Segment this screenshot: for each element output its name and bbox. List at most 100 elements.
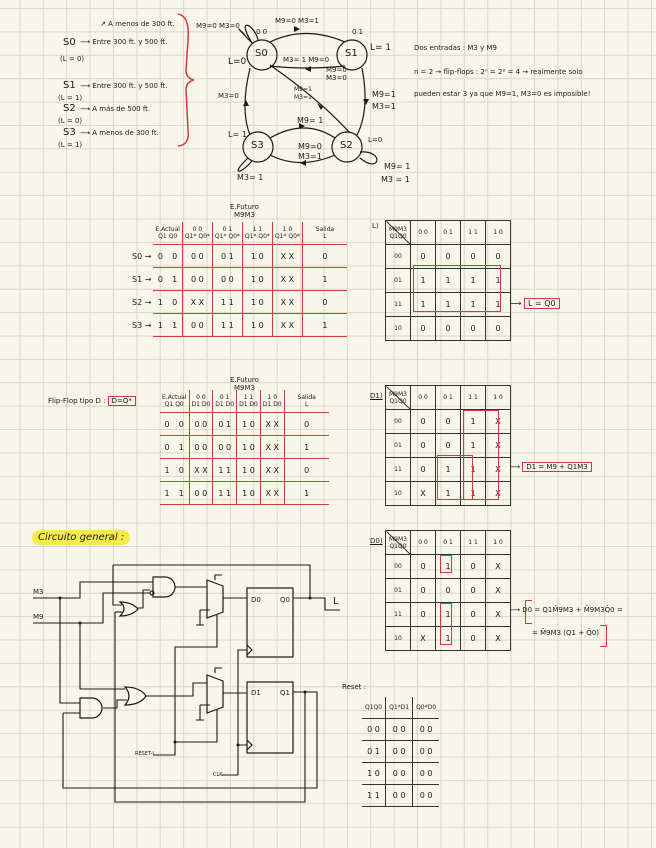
cell-next: X X <box>271 267 303 291</box>
kmap-cell: 1 <box>435 268 461 293</box>
cell-next: 1 0 <box>236 458 261 482</box>
state-s0-output: (L = 0) <box>60 55 85 63</box>
cell-next: 1 0 <box>241 267 273 291</box>
kmap-l-result: ⟶ L = Q0 <box>510 298 560 309</box>
cell-q1: 0 <box>153 244 168 268</box>
kmap-col-header: 1 1 <box>460 385 486 410</box>
cell-next: X X <box>259 435 285 459</box>
label: L= 1 <box>370 43 392 53</box>
kmap-cell: 0 <box>460 626 486 651</box>
label: L= 1 <box>228 130 247 139</box>
reset-cell: 1 0 <box>362 762 386 785</box>
cell-q1: 0 <box>153 267 168 291</box>
state-s1-output: (L = 1) <box>58 94 83 102</box>
kmap-row-header: 11 <box>385 457 411 482</box>
kmap-row-header: 10 <box>385 316 411 341</box>
circuit-title: Circuito general : <box>32 530 131 545</box>
kmap-col-header: 1 0 <box>485 220 511 245</box>
reset-cell: 0 0 <box>412 762 440 785</box>
kmap-col-header: 1 0 <box>485 385 511 410</box>
reset-cell: 0 0 <box>412 740 440 763</box>
flipflop-note: Flip-Flop tipo D : D=Q* <box>48 396 136 406</box>
kmap-d0-group-2 <box>440 603 452 645</box>
reset-cell: 0 0 <box>385 784 413 807</box>
kmap-col-header: 0 0 <box>410 220 436 245</box>
kmap-col-header: 0 1 <box>435 530 461 555</box>
kmap-cell: 0 <box>410 316 436 341</box>
state-s1-label: S1 <box>345 48 358 59</box>
kmap-col-header: 0 1 <box>435 220 461 245</box>
label: M9=1 <box>294 86 312 93</box>
cell-q1: 1 <box>160 481 175 505</box>
flipflop-1 <box>246 681 294 754</box>
cell-q1: 1 <box>160 458 175 482</box>
kmap-col-header: 1 1 <box>460 220 486 245</box>
kmap-cell: 0 <box>460 316 486 341</box>
state-s1: S1 <box>63 80 76 91</box>
kmap-l-label: L) <box>372 222 379 230</box>
state-circle-s1 <box>336 39 368 71</box>
state-circle-s2 <box>331 131 363 163</box>
label: M3= 1 <box>237 173 264 182</box>
label: M9=1 <box>372 90 396 99</box>
state-diagram <box>237 24 378 172</box>
kmap-d1-group-2 <box>437 455 473 500</box>
cell-next: X X <box>271 313 303 337</box>
label: M9=0 M3=1 <box>275 17 319 25</box>
kmap-cell: 0 <box>410 554 436 579</box>
kmap-d0-result-1: ⟶ D0 = Q1M̄9M3 + M̄9M3Q̄0 = <box>510 606 623 614</box>
kmap-row-header: 00 <box>385 554 411 579</box>
state-s3-line: ⟶ A menos de 300 ft. <box>80 129 159 137</box>
kmap-cell: 0 <box>410 602 436 627</box>
kmap-d0-result-2: = M̄9M3 (Q1 + Q̄0) <box>532 629 600 637</box>
cell-q0: 0 <box>174 412 189 436</box>
kmap-cell: 1 <box>485 268 511 293</box>
kmap-row-header: 01 <box>385 433 411 458</box>
reset-col-header: Q1Q0 <box>362 697 386 719</box>
row-state: S2 → <box>132 297 152 307</box>
reset-cell: 0 0 <box>385 740 413 763</box>
cell-out: 0 <box>301 244 347 268</box>
kmap-row-header: 00 <box>385 244 411 269</box>
ff1-q: Q1 <box>280 689 290 697</box>
cell-next: X X <box>188 458 213 482</box>
state-circle-s0 <box>246 39 278 71</box>
kmap-cell: 1 <box>435 602 461 627</box>
kmap-cell: 1 <box>485 292 511 317</box>
kmap-row-header: 10 <box>385 481 411 506</box>
reset-cell: 1 1 <box>362 784 386 807</box>
kmap-cell: X <box>485 578 511 603</box>
circuit-wires <box>33 564 340 803</box>
red-bracket <box>600 625 607 647</box>
cell-next: X X <box>271 290 303 314</box>
state-s2-label: S2 <box>340 140 353 151</box>
cell-out: 0 <box>301 290 347 314</box>
cell-out: 1 <box>301 313 347 337</box>
mux-top <box>206 579 224 619</box>
kmap-row-header: 01 <box>385 268 411 293</box>
cell-next: 0 0 <box>188 412 213 436</box>
ff1-d: D1 <box>251 689 261 697</box>
kmap-row-header: 11 <box>385 292 411 317</box>
output-l: L <box>333 596 339 607</box>
